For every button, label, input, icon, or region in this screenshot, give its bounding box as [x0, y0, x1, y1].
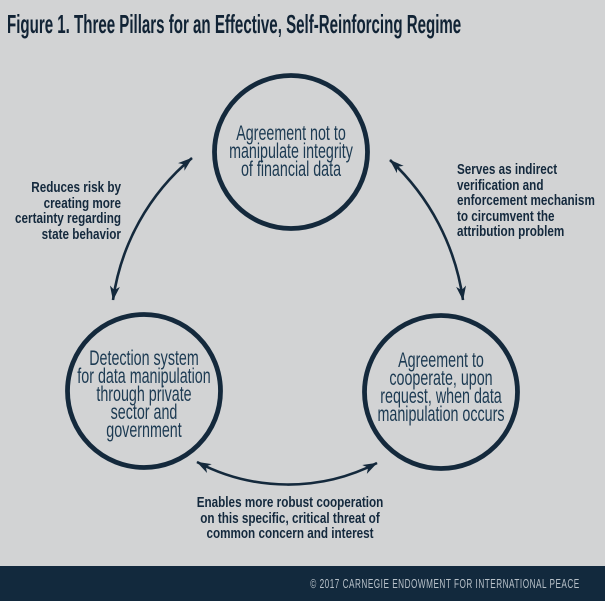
- node-line: Agreement to: [398, 349, 484, 372]
- edge-label-line: Enables more robust cooperation: [196, 494, 384, 511]
- node-line: manipulate integrity: [229, 140, 353, 163]
- node-line: manipulation occurs: [377, 403, 505, 426]
- edge-label-line: verification and: [457, 176, 544, 194]
- edge-label-reduces-risk: Reduces risk by creating more certainty …: [0, 180, 121, 242]
- node-detection-system: Detection system for data manipulation t…: [62, 347, 225, 442]
- node-line: through private: [96, 383, 192, 406]
- figure-title: Figure 1. Three Pillars for an Effective…: [7, 9, 462, 39]
- pillar-circle-top: [212, 73, 370, 231]
- node-line: government: [106, 419, 182, 442]
- edge-label-line: Serves as indirect: [457, 161, 558, 178]
- node-line: request, when data: [380, 385, 502, 408]
- arrow-right: [389, 159, 467, 301]
- copyright-text: © 2017 CARNEGIE ENDOWMENT FOR INTERNATIO…: [310, 576, 580, 591]
- edge-label-line: certainty regarding: [15, 210, 122, 227]
- edge-label-line: Reduces risk by: [31, 179, 122, 196]
- node-line: of financial data: [240, 158, 342, 181]
- arrow-bottom: [196, 460, 378, 486]
- edge-label-indirect-verification: Serves as indirect verification and enfo…: [457, 162, 605, 240]
- edge-label-line: enforcement mechanism: [457, 192, 595, 209]
- edge-label-line: creating more: [43, 194, 121, 212]
- node-line: sector and: [110, 401, 178, 424]
- node-line: Detection system: [89, 347, 199, 370]
- edge-label-line: to circumvent the: [457, 207, 555, 225]
- pillar-circle-bottom-left: [65, 312, 223, 470]
- node-line: cooperate, upon: [389, 367, 493, 390]
- node-agreement-to-cooperate: Agreement to cooperate, upon request, wh…: [359, 349, 522, 426]
- node-line: for data manipulation: [77, 365, 211, 388]
- footer-bar: © 2017 CARNEGIE ENDOWMENT FOR INTERNATIO…: [0, 566, 605, 601]
- edge-label-line: attribution problem: [457, 223, 565, 240]
- node-line: Agreement not to: [236, 122, 346, 145]
- edge-label-robust-cooperation: Enables more robust cooperation on this …: [173, 495, 407, 542]
- edge-label-line: common concern and interest: [206, 525, 374, 542]
- edge-label-line: on this specific, critical threat of: [200, 509, 380, 527]
- pillar-circle-bottom-right: [362, 313, 520, 471]
- edge-label-line: state behavior: [41, 225, 121, 243]
- arrow-left: [109, 157, 193, 301]
- node-agreement-not-to-manipulate: Agreement not to manipulate integrity of…: [209, 122, 372, 181]
